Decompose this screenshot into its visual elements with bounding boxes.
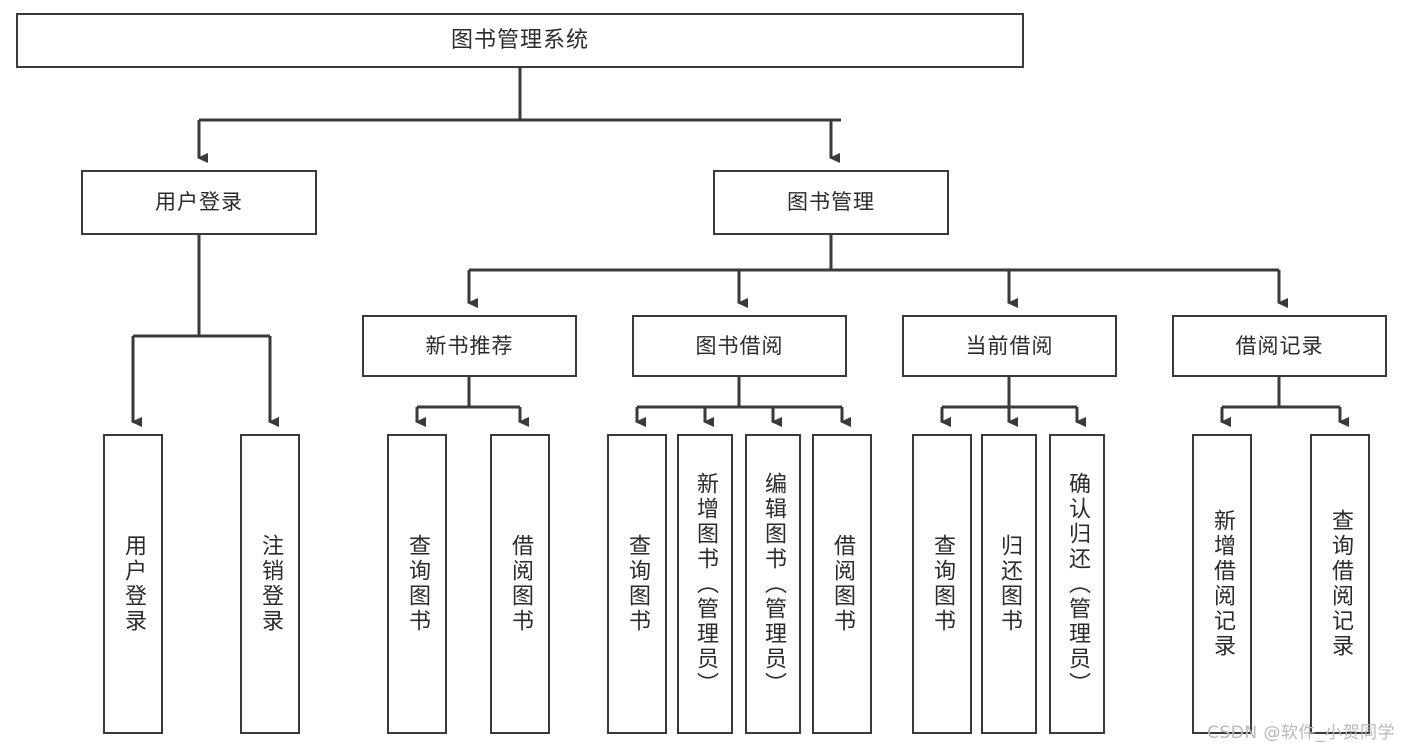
node-user-login[interactable]: 用户登录 <box>81 170 317 235</box>
node-new-book-recommend[interactable]: 新书推荐 <box>362 315 577 377</box>
leaf-new-book-query[interactable]: 查询图书 <box>387 434 447 734</box>
leaf-current-borrow-return[interactable]: 归还图书 <box>981 434 1037 734</box>
node-label: 借阅图书 <box>830 534 855 634</box>
leaf-user-login-logout[interactable]: 注销登录 <box>240 434 300 734</box>
node-current-borrow[interactable]: 当前借阅 <box>902 315 1117 377</box>
leaf-user-login-login[interactable]: 用户登录 <box>103 434 163 734</box>
leaf-book-borrow-edit[interactable]: 编辑图书（管理员） <box>745 434 801 734</box>
node-book-borrow[interactable]: 图书借阅 <box>632 315 847 377</box>
node-label: 用户登录 <box>121 534 146 634</box>
node-label: 图书借阅 <box>695 333 784 358</box>
node-label: 图书管理系统 <box>450 27 589 53</box>
node-label: 新增图书（管理员） <box>693 471 718 697</box>
node-label: 归还图书 <box>997 534 1022 634</box>
node-label: 新书推荐 <box>425 333 514 358</box>
node-label: 确认归还（管理员） <box>1065 471 1090 697</box>
node-label: 图书管理 <box>787 190 875 215</box>
leaf-current-borrow-confirm-return[interactable]: 确认归还（管理员） <box>1049 434 1105 734</box>
node-label: 当前借阅 <box>965 333 1054 358</box>
node-label: 新增借阅记录 <box>1210 509 1235 659</box>
leaf-book-borrow-query[interactable]: 查询图书 <box>607 434 667 734</box>
leaf-borrow-record-add[interactable]: 新增借阅记录 <box>1192 434 1252 734</box>
node-label: 查询借阅记录 <box>1328 509 1353 659</box>
node-label: 查询图书 <box>405 534 430 634</box>
node-borrow-record[interactable]: 借阅记录 <box>1172 315 1387 377</box>
leaf-borrow-record-query[interactable]: 查询借阅记录 <box>1310 434 1370 734</box>
leaf-new-book-borrow[interactable]: 借阅图书 <box>490 434 550 734</box>
node-label: 借阅图书 <box>508 534 533 634</box>
node-label: 编辑图书（管理员） <box>761 471 786 697</box>
node-label: 注销登录 <box>258 534 283 634</box>
node-label: 查询图书 <box>625 534 650 634</box>
node-book-management[interactable]: 图书管理 <box>713 170 949 235</box>
node-label: 借阅记录 <box>1235 333 1324 358</box>
node-label: 查询图书 <box>930 534 955 634</box>
leaf-current-borrow-query[interactable]: 查询图书 <box>912 434 972 734</box>
watermark: CSDN @软件_小贺同学 <box>1207 723 1395 743</box>
leaf-book-borrow-borrow[interactable]: 借阅图书 <box>812 434 872 734</box>
leaf-book-borrow-add[interactable]: 新增图书（管理员） <box>677 434 733 734</box>
node-label: 用户登录 <box>155 190 243 215</box>
node-root-system[interactable]: 图书管理系统 <box>16 13 1024 68</box>
